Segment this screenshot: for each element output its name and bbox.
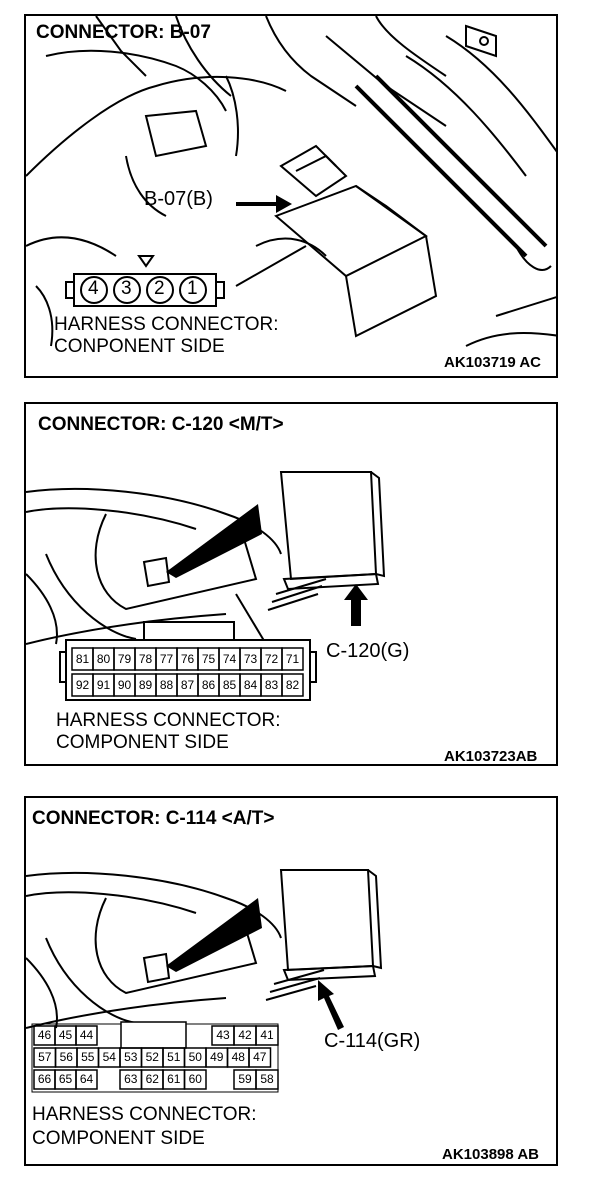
pin-cell: 58 [260,1072,274,1086]
caption-line-1: HARNESS CONNECTOR: [54,314,279,335]
pin-cell: 90 [117,678,132,692]
pin-cell: 89 [138,678,153,692]
pin-cell: 62 [145,1072,159,1086]
pin-cell: 57 [38,1050,52,1064]
pin-cell: 41 [260,1028,274,1042]
pin-cell: 59 [238,1072,252,1086]
b07-connector-face [65,255,225,307]
callout-arrow [318,980,344,1030]
pin-cell: 76 [180,652,195,666]
pin-cell: 79 [117,652,132,666]
pin-cell: 43 [216,1028,230,1042]
pin-cell: 91 [96,678,111,692]
pin-cell: 66 [37,1072,52,1086]
pin-cell: 74 [222,652,237,666]
callout-arrow [344,584,368,626]
pin-cell: 45 [58,1028,73,1042]
pin-cell: 80 [96,652,111,666]
caption-line-2: COMPONENT SIDE [32,1128,205,1149]
pin-cell: 72 [264,652,279,666]
pin-cell: 49 [210,1050,224,1064]
pin-cell: 61 [167,1072,181,1086]
pin-cell: 46 [37,1028,52,1042]
panel-title: CONNECTOR: B-07 [36,22,211,43]
pin-cell: 65 [58,1072,73,1086]
pin-cell: 51 [167,1050,181,1064]
pin-cell: 52 [145,1050,159,1064]
pin-cell: 60 [188,1072,202,1086]
pin-label: 2 [154,278,165,299]
c120-connector-face [59,621,317,701]
connector-callout: C-120(G) [326,640,410,662]
pin-cell: 88 [159,678,174,692]
pin-cell: 84 [243,678,258,692]
panel-c120: CONNECTOR: C-120 <M/T> C-120(G) 81 80 79 78… [24,402,558,766]
panel-title: CONNECTOR: C-114 <A/T> [32,808,275,829]
pin-cell: 85 [222,678,237,692]
panel-c114: CONNECTOR: C-114 <A/T> C-114(GR) 46 45 44 4… [24,796,558,1166]
figure-code: AK103723AB [444,748,538,765]
caption-line-2: COMPONENT SIDE [56,732,229,753]
pin-cell: 50 [188,1050,202,1064]
pin-cell: 78 [138,652,153,666]
pin-cell: 56 [59,1050,73,1064]
c114-connector-face [31,1021,279,1093]
pin-label: 1 [187,278,198,299]
pin-label: 3 [121,278,132,299]
pin-cell: 53 [124,1050,138,1064]
pin-cell: 48 [231,1050,245,1064]
panel-b07: CONNECTOR: B-07 B-07(B) 4 3 2 1 HARNESS … [24,14,558,378]
pin-cell: 75 [201,652,216,666]
caption-line-1: HARNESS CONNECTOR: [56,710,281,731]
pin-cell: 54 [102,1050,116,1064]
figure-code: AK103719 AC [444,354,541,371]
pin-cell: 77 [159,652,174,666]
pin-cell: 83 [264,678,279,692]
pin-cell: 86 [201,678,216,692]
figure-code: AK103898 AB [442,1146,539,1163]
dashboard-illustration [26,471,386,701]
caption-line-1: HARNESS CONNECTOR: [32,1104,257,1125]
engine-bay-illustration [26,16,556,347]
panel-title: CONNECTOR: C-120 <M/T> [38,414,284,435]
connector-callout: B-07(B) [144,188,213,210]
connector-callout: C-114(GR) [324,1030,421,1052]
pin-cell: 44 [79,1028,94,1042]
pin-cell: 42 [238,1028,252,1042]
pin-label: 4 [88,278,99,299]
pin-cell: 73 [243,652,258,666]
pin-cell: 55 [81,1050,95,1064]
caption-line-2: CONPONENT SIDE [54,336,225,357]
pin-cell: 64 [79,1072,94,1086]
dashboard-illustration [26,869,383,1093]
pin-cell: 92 [75,678,90,692]
pin-cell: 71 [285,652,300,666]
pin-cell: 47 [253,1050,267,1064]
callout-arrow [236,195,292,213]
pin-cell: 81 [75,652,90,666]
pin-cell: 63 [124,1072,138,1086]
pin-cell: 82 [285,678,300,692]
pin-cell: 87 [180,678,195,692]
